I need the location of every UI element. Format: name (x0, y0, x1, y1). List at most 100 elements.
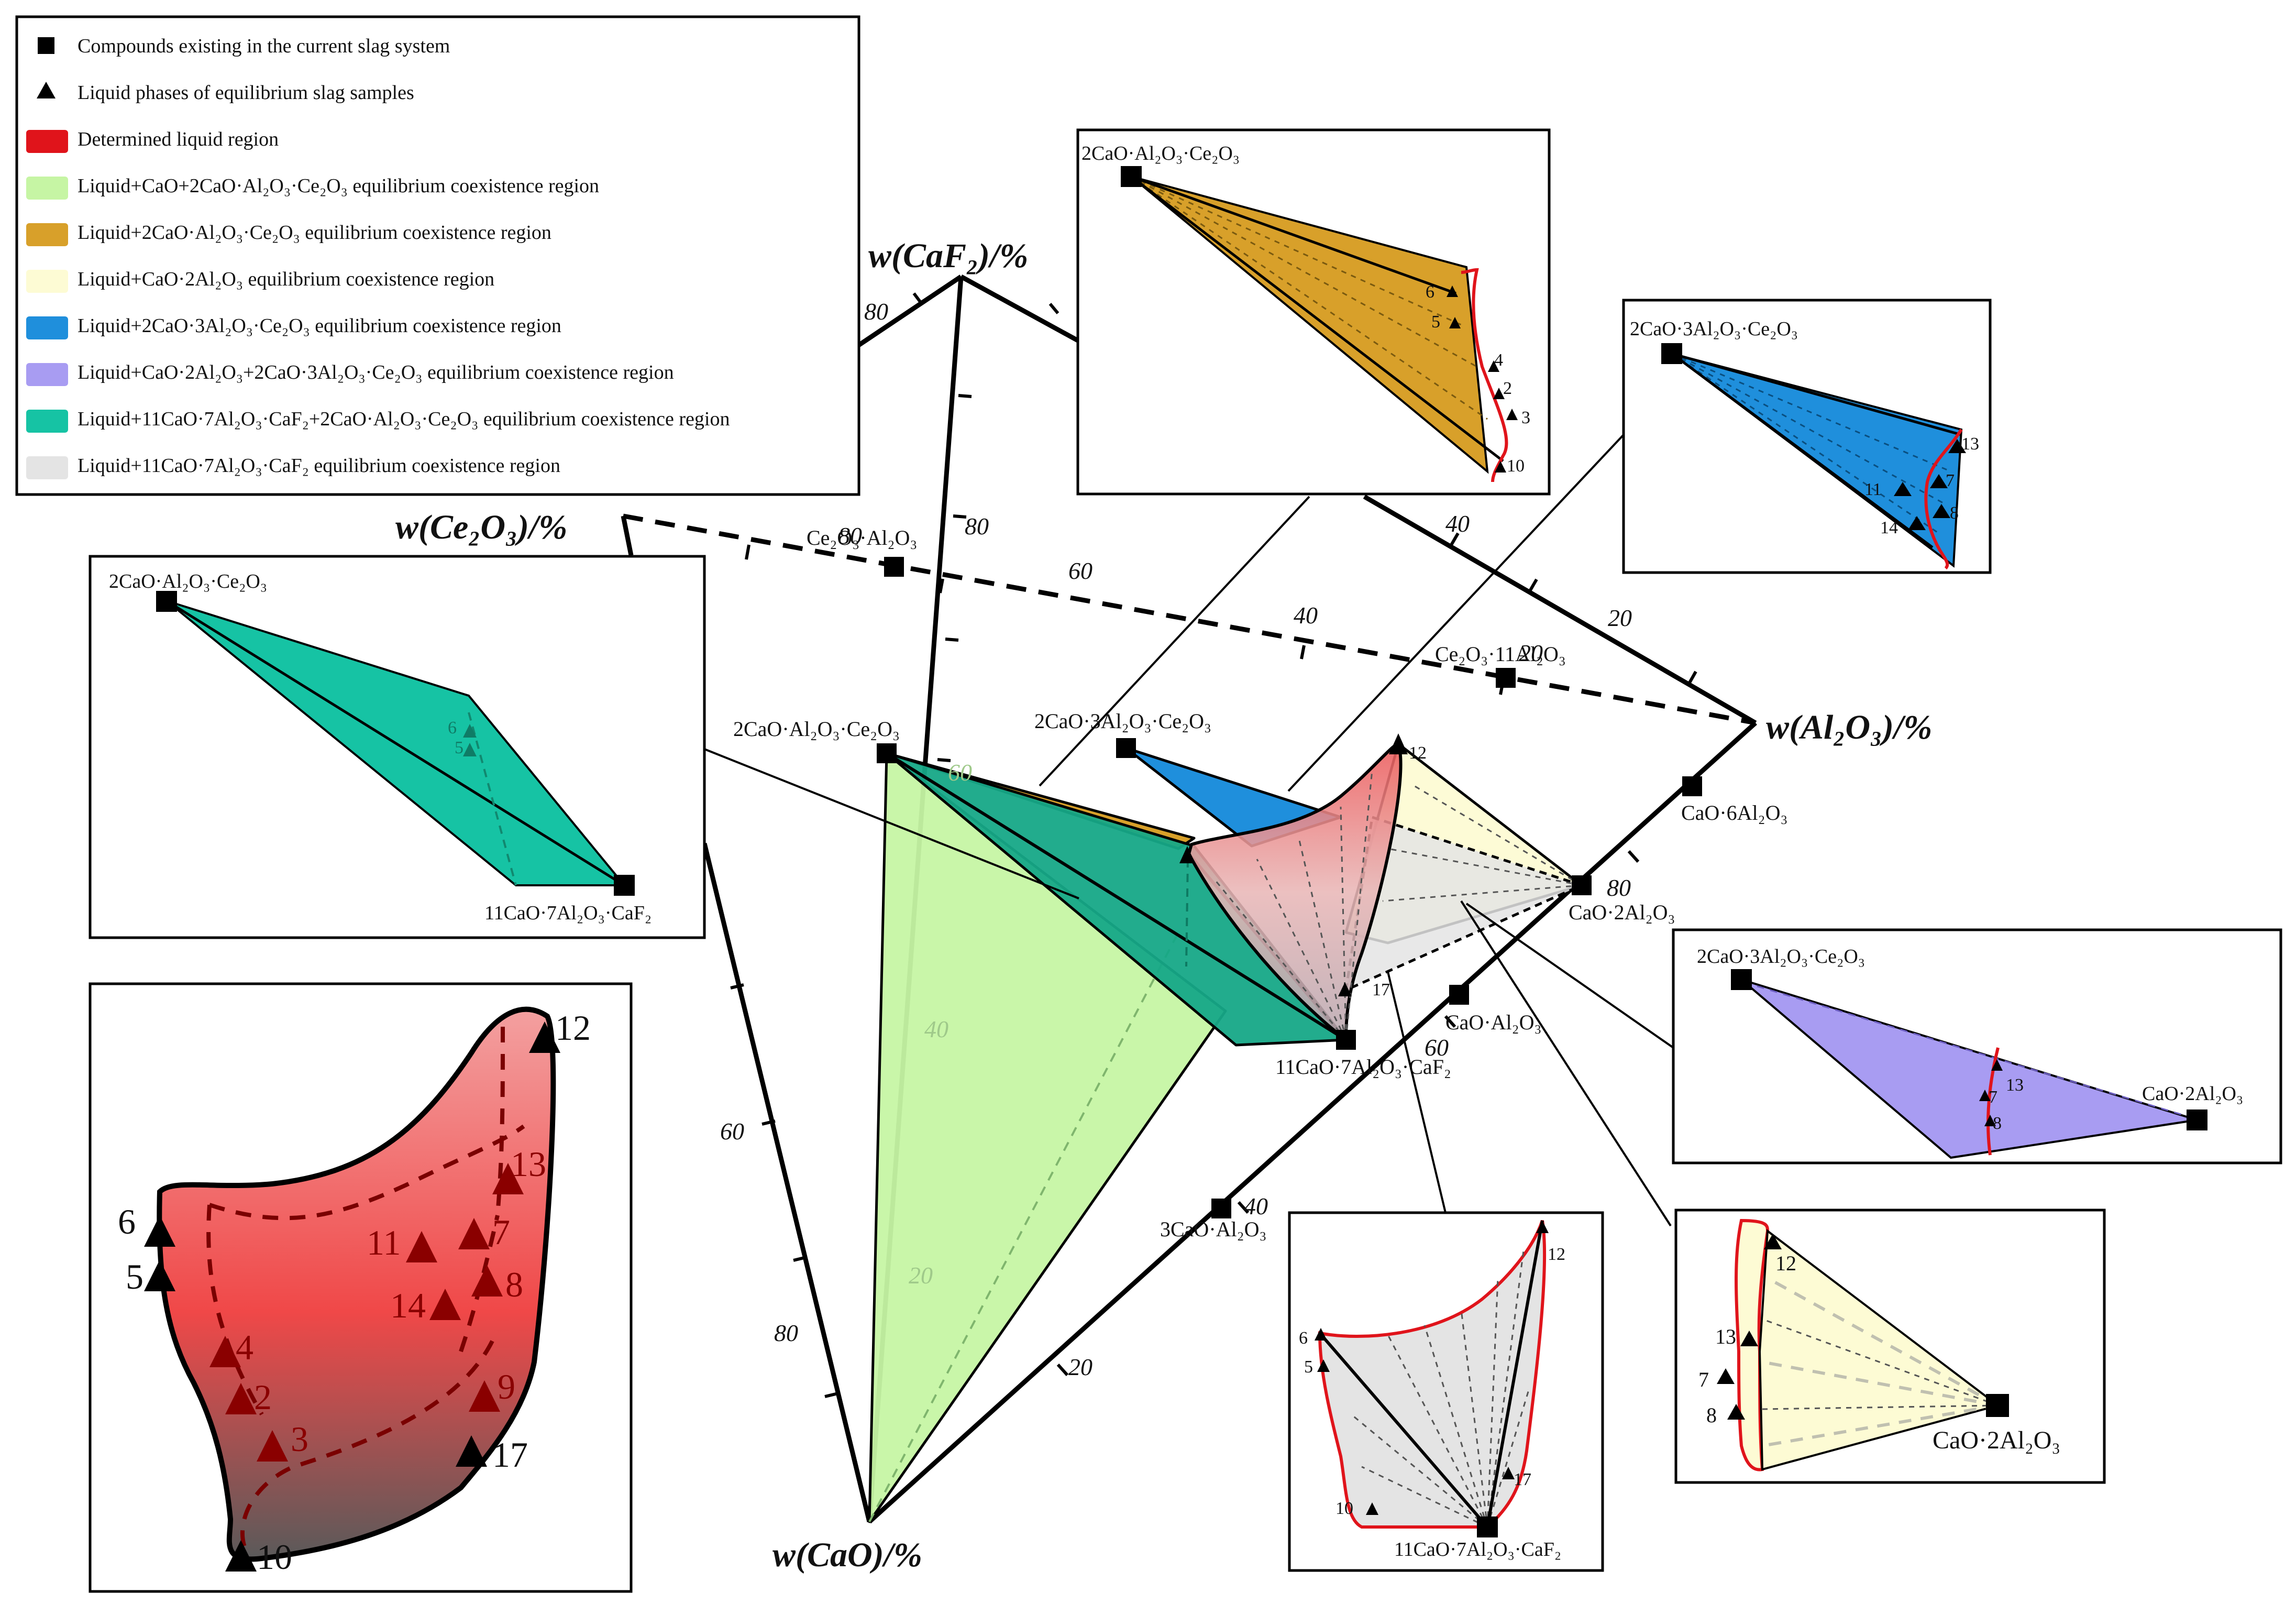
marker-ca6 (1682, 776, 1702, 796)
legend-label-2: Determined liquid region (78, 128, 279, 150)
liq-label-2: 2 (254, 1377, 272, 1417)
legend-label-1: Liquid phases of equilibrium slag sample… (78, 82, 414, 104)
tick-cao-20: 20 (1068, 1354, 1092, 1380)
legend-label-3: Liquid+CaO+2CaO·Al₂O₃·Ce₂O₃ equilibrium … (78, 175, 599, 197)
tick-labels: 80 80 60 40 20 80 60 40 20 40 20 60 80 4… (720, 298, 1632, 1380)
legend-swatch-8 (26, 410, 68, 433)
orange-label-6: 6 (1426, 282, 1434, 302)
yellow-label-7: 7 (1698, 1368, 1709, 1391)
label-ca6: CaO·6Al₂O₃ (1681, 801, 1787, 825)
legend-triangle-icon (37, 82, 56, 98)
marker-ca (1449, 985, 1469, 1005)
tick-caf2-60: 60 (948, 759, 972, 786)
tick-al-80: 80 (1607, 874, 1631, 901)
liq-label-12: 12 (555, 1008, 591, 1048)
yellow-label-12: 12 (1775, 1251, 1796, 1275)
tick-top-left: 80 (864, 298, 888, 325)
liq-label-5: 5 (126, 1257, 144, 1297)
liq-label-7: 7 (492, 1212, 510, 1252)
tick-marks (730, 292, 1697, 1398)
label-sample-17-main: 17 (1372, 980, 1390, 999)
purple-label-c2a3c: 2CaO·3Al₂O₃·Ce₂O₃ (1697, 946, 1865, 968)
blue-label-13: 13 (1961, 434, 1979, 454)
purple-label-ca2: CaO·2Al₂O₃ (2142, 1083, 2243, 1105)
marker-c3a (1211, 1199, 1231, 1218)
blue-label-c2a3c: 2CaO·3Al₂O₃·Ce₂O₃ (1630, 318, 1798, 340)
legend-square-icon (38, 37, 54, 54)
tick-fa-40: 40 (1445, 510, 1470, 537)
label-c11a7-main: 11CaO·7Al₂O₃·CaF₂ (1275, 1055, 1451, 1079)
purple-label-8: 8 (1993, 1114, 2002, 1133)
axis-titles: w(CaF₂)/% w(Ce₂O₃)/% w(Al₂O₃)/% w(CaO)/% (395, 237, 1932, 1574)
inset-gray: 12 6 5 10 17 11CaO·7Al₂O₃·CaF₂ (1288, 1211, 1604, 1572)
label-ca2-main: CaO·2Al₂O₃ (1569, 900, 1675, 924)
label-c2a3c-main: 2CaO·3Al₂O₃·Ce₂O₃ (1034, 709, 1211, 733)
marker-c2ac (877, 743, 897, 763)
label-c3a: 3CaO·Al₂O₃ (1160, 1217, 1266, 1241)
purple-label-7: 7 (1989, 1087, 1997, 1107)
blue-label-11: 11 (1864, 480, 1882, 499)
inset-purple: 2CaO·3Al₂O₃·Ce₂O₃ CaO·2Al₂O₃ 13 7 8 (1672, 928, 2282, 1164)
main-labels: Ce₂O₃·Al₂O₃ Ce₂O₃·11Al₂O₃ 2CaO·Al₂O₃·Ce₂… (733, 526, 1787, 1241)
legend-label-5: Liquid+CaO·2Al₂O₃ equilibrium coexistenc… (78, 268, 494, 290)
yellow-label-13: 13 (1715, 1325, 1736, 1348)
legend-swatch-3 (26, 177, 68, 200)
teal-label-6: 6 (448, 718, 457, 738)
axis-al2o3: w(Al₂O₃)/% (1766, 708, 1932, 746)
orange-label-4: 4 (1494, 350, 1503, 370)
liq-label-8: 8 (505, 1265, 523, 1304)
liq-label-3: 3 (291, 1419, 308, 1459)
label-ce2o3-11al2o3: Ce₂O₃·11Al₂O₃ (1435, 642, 1566, 666)
axis-ce2o3: w(Ce₂O₃)/% (395, 508, 567, 546)
liq-label-17: 17 (492, 1435, 528, 1475)
tick-fa-20: 20 (1608, 605, 1632, 631)
orange-label-5: 5 (1431, 312, 1440, 332)
yellow-label-8: 8 (1706, 1403, 1717, 1427)
legend-label-7: Liquid+CaO·2Al₂O₃+2CaO·3Al₂O₃·Ce₂O₃ equi… (78, 361, 674, 383)
legend-swatch-9 (26, 456, 68, 479)
teal-label-c11a7: 11CaO·7Al₂O₃·CaF₂ (484, 902, 652, 924)
label-sample-12-main: 12 (1409, 743, 1427, 763)
inset-teal: 2CaO·Al₂O₃·Ce₂O₃ 11CaO·7Al₂O₃·CaF₂ 6 5 (89, 555, 706, 939)
tick-cao-60: 60 (720, 1118, 744, 1145)
blue-label-8: 8 (1950, 503, 1959, 523)
marker-ce2o3-al2o3 (884, 557, 904, 577)
gray-label-c11a7: 11CaO·7Al₂O₃·CaF₂ (1394, 1539, 1561, 1561)
liq-label-10: 10 (257, 1537, 292, 1577)
gray-label-10: 10 (1335, 1499, 1353, 1518)
legend-label-6: Liquid+2CaO·3Al₂O₃·Ce₂O₃ equilibrium coe… (78, 315, 561, 337)
liq-label-11: 11 (367, 1223, 401, 1262)
legend-swatch-7 (26, 363, 68, 386)
inset-yellow: 12 13 7 8 CaO·2Al₂O₃ (1674, 1209, 2106, 1484)
orange-label-2: 2 (1503, 379, 1512, 398)
inset-orange: 2CaO·Al₂O₃·Ce₂O₃ 6 5 4 2 3 10 (1076, 128, 1551, 496)
tick-ca-80: 80 (838, 522, 862, 549)
tick-al-60: 60 (1425, 1034, 1449, 1061)
marker-c11a7 (1336, 1030, 1356, 1050)
liq-label-4: 4 (236, 1327, 253, 1367)
inset-connectors (704, 434, 1674, 1227)
orange-label-3: 3 (1521, 408, 1530, 427)
gray-label-17: 17 (1514, 1470, 1531, 1489)
tick-ca-60: 60 (1068, 557, 1092, 584)
marker-ca2 (1572, 875, 1592, 895)
gray-label-6: 6 (1299, 1328, 1308, 1348)
axis-caf2: w(CaF₂)/% (868, 237, 1028, 275)
inset-blue: 2CaO·3Al₂O₃·Ce₂O₃ 13 7 11 8 14 (1622, 299, 1992, 574)
liq-label-9: 9 (498, 1367, 515, 1407)
tick-ca-20: 20 (1519, 640, 1543, 666)
blue-label-7: 7 (1946, 471, 1955, 490)
liq-label-13: 13 (511, 1144, 546, 1184)
tick-cao-40: 40 (1244, 1193, 1268, 1220)
tick-caf2-20: 20 (909, 1262, 933, 1289)
teal-label-5: 5 (455, 738, 463, 757)
legend-swatch-5 (26, 270, 68, 293)
main-compound-markers (877, 557, 1702, 1218)
legend-label-4: Liquid+2CaO·Al₂O₃·Ce₂O₃ equilibrium coex… (78, 222, 551, 244)
tick-cao-80: 80 (774, 1320, 798, 1346)
legend-swatch-4 (26, 223, 68, 246)
liq-label-14: 14 (390, 1286, 426, 1325)
yellow-label-ca2: CaO·2Al₂O₃ (1933, 1426, 2060, 1454)
gray-label-12: 12 (1548, 1245, 1565, 1264)
